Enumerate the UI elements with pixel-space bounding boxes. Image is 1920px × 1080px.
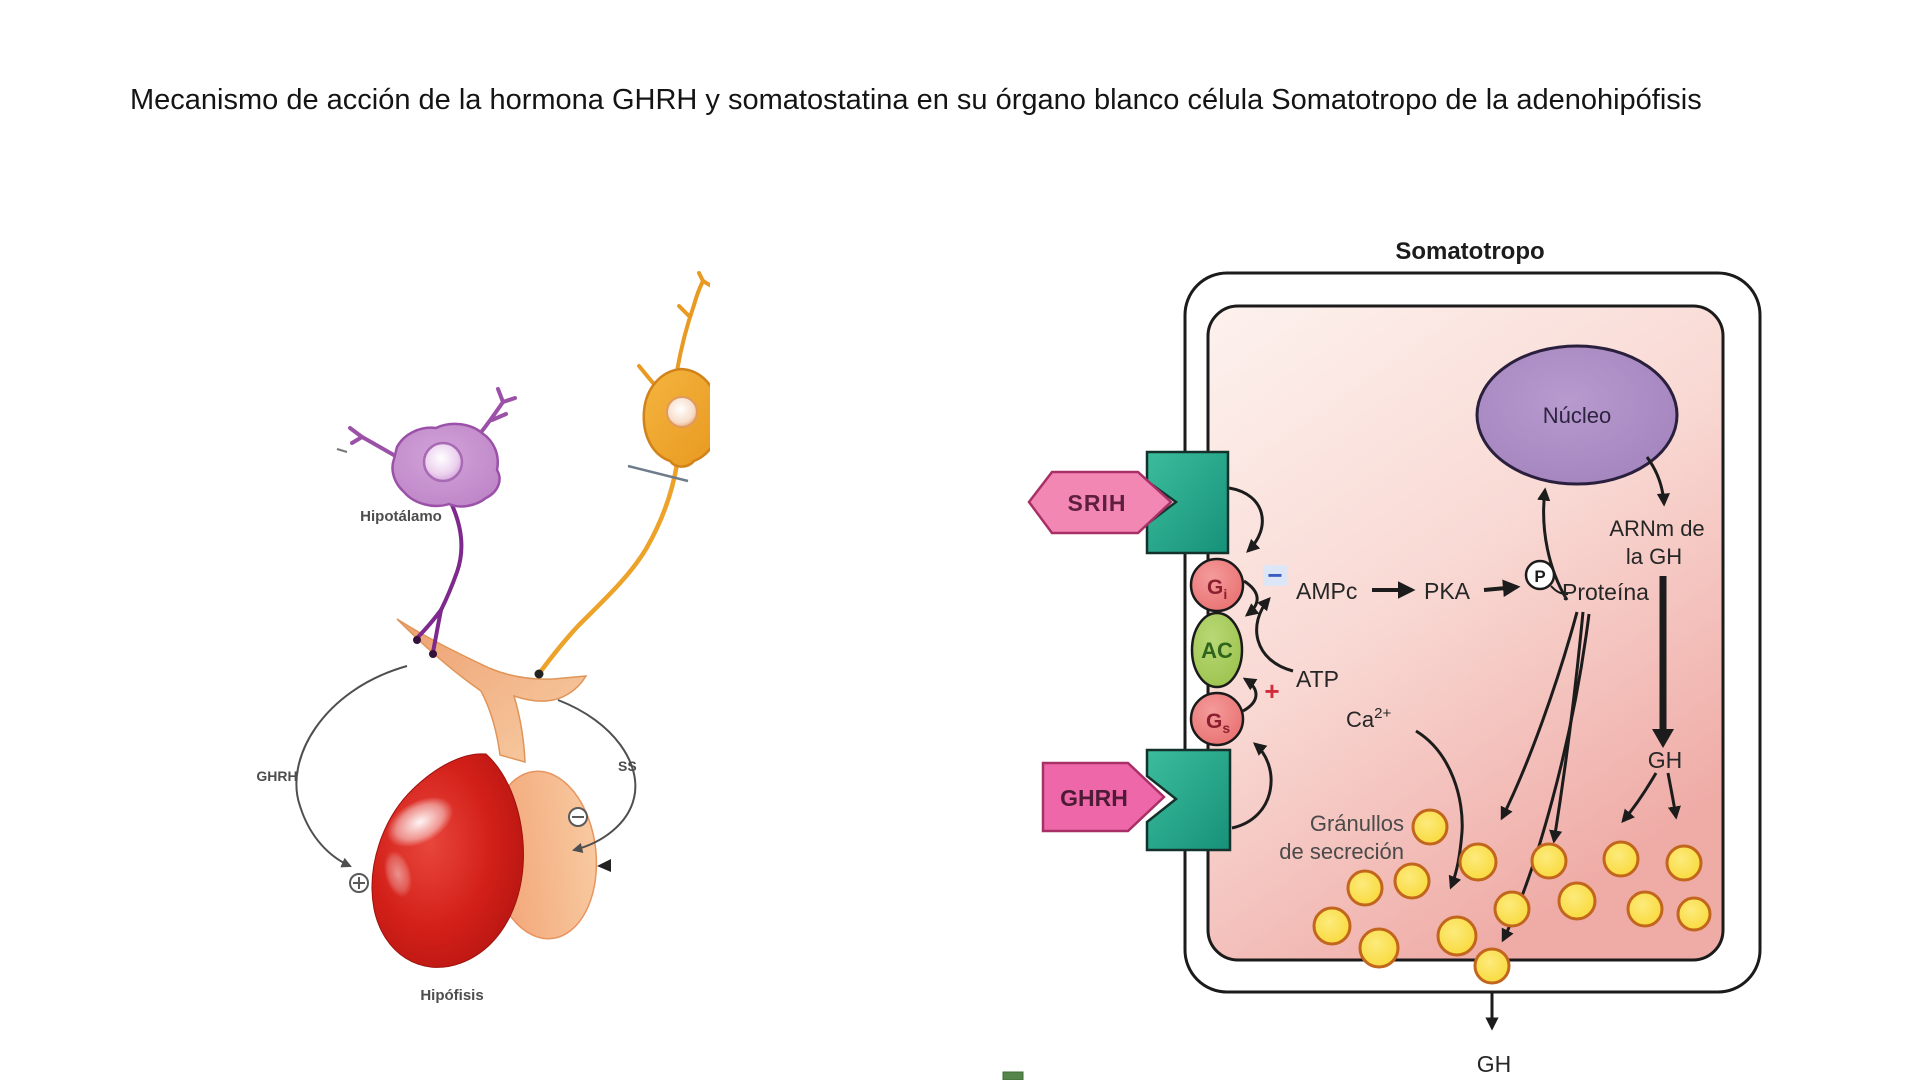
- adenylyl-cyclase: [1190, 611, 1244, 689]
- granules-label-line1: Gránullos: [1310, 811, 1404, 836]
- atp-label: ATP: [1296, 666, 1339, 692]
- hypothalamus-label: Hipotálamo: [360, 508, 442, 525]
- ghrh-neuron: [336, 387, 517, 658]
- srih-ligand-tag: SRIH: [1027, 470, 1173, 535]
- gi-protein: [1189, 557, 1245, 613]
- synapse-bouton: [429, 650, 437, 658]
- purple-axon: [415, 503, 464, 654]
- gi-protein-label: Gi: [1207, 576, 1227, 602]
- srih-receptor-to-gi-arrow: [1228, 486, 1264, 553]
- atp-to-ampc-arrow: [1255, 597, 1294, 673]
- secretion-granule: [1393, 862, 1431, 900]
- protein-label: Proteína: [1562, 579, 1649, 605]
- ghrh-ligand-tag: GHRH: [1041, 761, 1166, 833]
- secretion-granule: [1557, 881, 1597, 921]
- inhibit-sign: −: [1267, 560, 1282, 590]
- pka-to-p-arrow: [1483, 579, 1521, 598]
- gh-secreted-label: GH: [1477, 1051, 1512, 1077]
- ghrh-receptor-to-gs-arrow: [1231, 742, 1273, 830]
- ss-arc-label: SS: [618, 758, 637, 774]
- srih-label: SRIH: [1068, 490, 1127, 516]
- orange-dendrites: [637, 271, 710, 385]
- synapse-bouton: [413, 636, 421, 644]
- secretion-granule: [1626, 890, 1664, 928]
- pituitary-stalk: [396, 618, 588, 764]
- secretion-granule: [1458, 842, 1498, 882]
- orange-axon: [538, 461, 680, 674]
- gh-branch-arrow-right: [1666, 772, 1681, 820]
- nucleus-label: Núcleo: [1543, 403, 1611, 428]
- secretion-granule: [1665, 844, 1703, 882]
- granules-label-line2: de secreción: [1279, 839, 1404, 864]
- ghrh-receptor: [1145, 748, 1232, 852]
- p-protein-tail: [1550, 585, 1569, 596]
- gh-branch-arrow-left: [1621, 772, 1658, 824]
- arnm-label-line1: ARNm de: [1609, 516, 1704, 541]
- arnm-to-gh-thick-arrow: [1652, 576, 1674, 748]
- small-dash: [336, 448, 348, 453]
- secretion-granule: [1436, 915, 1478, 957]
- pituitary-label: Hipófisis: [420, 987, 483, 1004]
- gh-intracellular-label: GH: [1648, 747, 1683, 773]
- secretion-granule: [1530, 842, 1568, 880]
- adenylyl-cyclase-label: AC: [1201, 638, 1233, 663]
- protein-to-granule-arrow-1: [1500, 611, 1579, 821]
- secretion-granule: [1602, 840, 1640, 878]
- gs-protein-label: Gs: [1206, 710, 1230, 736]
- plus-symbol: [349, 873, 369, 893]
- calcium-arrow: [1415, 729, 1464, 890]
- protein-to-nucleus-arrow: [1537, 487, 1569, 601]
- phosphate-circle: [1524, 559, 1556, 591]
- secretion-granule: [1312, 906, 1352, 946]
- purple-neuron-nucleus: [422, 441, 464, 483]
- ss-arc-arrow: [557, 699, 637, 854]
- secretion-granule: [1346, 869, 1384, 907]
- hypothalamus-pituitary-figure: Hipotálamo Hipófisis GHRH SS: [256, 271, 710, 1004]
- left-figure-arrows: [295, 665, 637, 868]
- ghrh-arc-arrow: [295, 665, 408, 868]
- ghrh-label: GHRH: [1060, 785, 1128, 811]
- gs-protein: [1189, 691, 1245, 747]
- somatotrope-cell-diagram: SRIH GHRH Gi AC Gs − + P Somatotropo AMP…: [1002, 238, 1762, 1080]
- secretion-granule: [1411, 808, 1449, 846]
- stimulate-sign: +: [1264, 676, 1279, 706]
- orange-neuron-nucleus: [666, 396, 698, 428]
- gland-gloss-highlight: [386, 796, 454, 848]
- secretion-granule: [1676, 896, 1712, 932]
- arnm-label-line2: la GH: [1626, 544, 1682, 569]
- synapse-bouton: [534, 669, 544, 679]
- inhibit-sign-bg: [1263, 565, 1288, 586]
- signal-arrows: [1228, 456, 1681, 1031]
- nucleus: [1475, 344, 1679, 486]
- phosphate-label: P: [1534, 567, 1545, 586]
- ss-neuron: [534, 271, 710, 679]
- secretion-granules: [1312, 808, 1712, 985]
- secretion-granule: [1358, 927, 1400, 969]
- green-bar-fragment: [1002, 1071, 1024, 1080]
- exocytosis-granule: [1473, 947, 1511, 985]
- somatotrope-title: Somatotropo: [1395, 238, 1544, 265]
- gs-to-ac-arrow: [1242, 677, 1258, 713]
- nucleus-to-arnm-arrow: [1645, 456, 1670, 507]
- small-arrowhead-icon: [597, 859, 611, 872]
- gland-gloss-highlight-2: [383, 850, 413, 898]
- ghrh-arc-label: GHRH: [256, 768, 297, 784]
- calcium-label: Ca2+: [1346, 705, 1391, 732]
- minus-symbol: [568, 807, 588, 827]
- secretion-granule: [1493, 890, 1531, 928]
- ampc-label: AMPc: [1296, 578, 1357, 604]
- axon-cross-line: [627, 464, 689, 483]
- pka-label: PKA: [1424, 578, 1471, 604]
- page-title: Mecanismo de acción de la hormona GHRH y…: [130, 84, 1702, 116]
